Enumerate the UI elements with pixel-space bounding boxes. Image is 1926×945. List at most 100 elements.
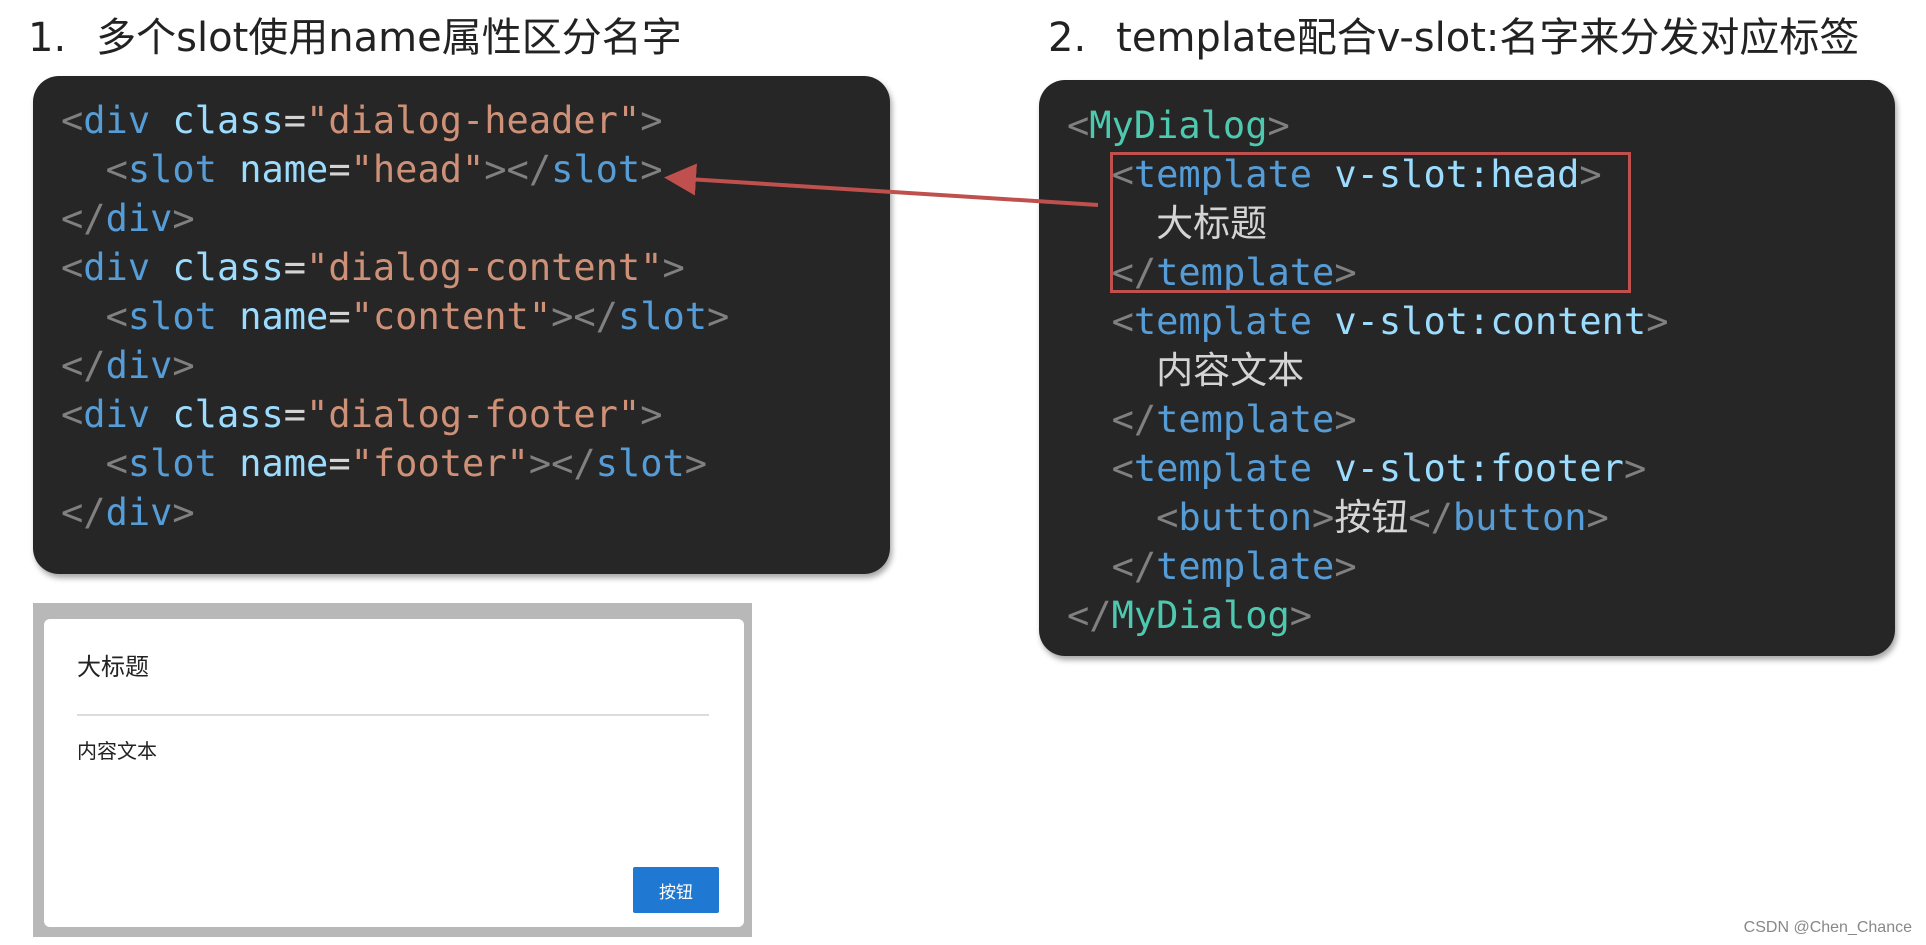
code-token-tag: div	[105, 344, 173, 387]
code-token-tag: slot	[127, 148, 217, 191]
code-token-punct: >	[662, 246, 685, 289]
code-token-punct: ></	[528, 442, 596, 485]
code-token-punct: >	[1579, 153, 1602, 196]
code-token-text	[150, 393, 172, 436]
dialog-preview-frame: 大标题 内容文本 按钮	[33, 603, 752, 937]
code-token-text	[61, 442, 106, 485]
watermark: CSDN @Chen_Chance	[1743, 919, 1912, 936]
code-line: <template v-slot:content>	[1067, 297, 1895, 346]
code-token-text: 大标题	[1067, 202, 1268, 245]
code-token-text	[1067, 251, 1112, 294]
code-token-punct: >	[1289, 594, 1313, 637]
code-token-str: "footer"	[350, 442, 529, 485]
code-token-punct: <	[61, 99, 84, 142]
code-token-punct: >	[172, 344, 195, 387]
code-token-attr: class	[172, 393, 284, 436]
code-token-tag: div	[83, 393, 151, 436]
code-token-eq: =	[283, 246, 307, 289]
code-token-attr: v-slot:head	[1334, 153, 1580, 196]
code-line: <slot name="footer"></slot>	[61, 439, 890, 488]
dialog-divider	[77, 714, 709, 716]
code-line: <template v-slot:head>	[1067, 150, 1895, 199]
code-token-punct: <	[1111, 447, 1134, 490]
code-token-attr: class	[172, 99, 284, 142]
code-line: </template>	[1067, 395, 1895, 444]
code-token-punct: >	[1334, 398, 1357, 441]
dialog-button[interactable]: 按钮	[633, 867, 719, 913]
heading-named-slots: 1.多个slot使用name属性区分名字	[28, 10, 682, 66]
code-token-punct: <	[1111, 153, 1134, 196]
code-line: </MyDialog>	[1067, 591, 1895, 640]
code-line: <slot name="content"></slot>	[61, 292, 890, 341]
code-token-eq: =	[328, 442, 351, 485]
code-token-tag: slot	[127, 442, 217, 485]
code-token-punct: >	[1646, 300, 1669, 343]
highlight-box-head-template	[1110, 152, 1631, 293]
code-token-eq: =	[283, 393, 307, 436]
code-token-str: "head"	[350, 148, 485, 191]
code-line: 内容文本	[1067, 346, 1895, 395]
code-token-tag: slot	[617, 295, 708, 338]
code-token-punct: </	[61, 344, 106, 387]
code-line: <slot name="head"></slot>	[61, 145, 890, 194]
code-token-punct: </	[1111, 545, 1157, 588]
code-token-str: "dialog-header"	[306, 99, 641, 142]
code-token-text	[61, 148, 106, 191]
code-token-text	[217, 148, 239, 191]
code-token-str: "content"	[350, 295, 552, 338]
code-token-tag: template	[1156, 251, 1335, 294]
code-token-punct: <	[61, 393, 84, 436]
code-token-punct: <	[105, 148, 128, 191]
code-line: <button>按钮</button>	[1067, 493, 1895, 542]
code-token-attr: v-slot:footer	[1334, 447, 1624, 490]
code-token-text: 按钮	[1334, 496, 1409, 539]
code-line: </div>	[61, 341, 890, 390]
code-token-attr: name	[239, 295, 329, 338]
code-token-punct: </	[1067, 594, 1112, 637]
code-token-tag: div	[105, 491, 173, 534]
code-token-str: "dialog-content"	[306, 246, 663, 289]
code-token-punct: </	[61, 197, 106, 240]
heading-template-v-slot: 2. template配合v-slot:名字来分发对应标签	[1048, 10, 1859, 66]
code-line: </template>	[1067, 542, 1895, 591]
code-token-punct: >	[1623, 447, 1647, 490]
code-token-punct: >	[1586, 496, 1609, 539]
code-token-tag: div	[83, 246, 151, 289]
code-line: <div class="dialog-content">	[61, 243, 890, 292]
code-token-text	[217, 295, 239, 338]
code-token-tag: slot	[595, 442, 685, 485]
code-token-tag: template	[1156, 545, 1335, 588]
code-token-attr: name	[239, 148, 329, 191]
code-token-comp: MyDialog	[1111, 594, 1290, 637]
code-token-punct: <	[1111, 300, 1134, 343]
code-token-attr: v-slot:content	[1334, 300, 1647, 343]
heading-number: 2.	[1048, 15, 1087, 61]
code-token-punct: >	[1334, 545, 1357, 588]
code-token-attr: class	[172, 246, 284, 289]
heading-text: template配合v-slot:名字来分发对应标签	[1116, 15, 1860, 61]
code-token-punct: >	[684, 442, 708, 485]
code-token-punct: </	[1111, 398, 1157, 441]
code-token-text	[1312, 300, 1334, 343]
code-block-mydialog-usage: <MyDialog> <template v-slot:head> 大标题 </…	[1039, 80, 1895, 656]
heading-text: 多个slot使用name属性区分名字	[96, 15, 682, 61]
code-token-text	[61, 295, 106, 338]
code-token-punct: >	[1312, 496, 1335, 539]
code-line: </div>	[61, 488, 890, 537]
code-token-text	[1067, 545, 1112, 588]
code-token-punct: >	[1334, 251, 1357, 294]
code-token-comp: MyDialog	[1089, 104, 1268, 147]
code-token-text	[1067, 398, 1112, 441]
code-token-tag: template	[1133, 300, 1313, 343]
code-token-text	[1067, 153, 1112, 196]
code-token-text	[1067, 447, 1112, 490]
code-token-punct: >	[640, 148, 663, 191]
code-token-tag: slot	[551, 148, 641, 191]
code-token-tag: template	[1133, 153, 1313, 196]
code-token-tag: template	[1133, 447, 1313, 490]
code-token-text	[150, 99, 172, 142]
code-token-eq: =	[328, 148, 351, 191]
dialog-title: 大标题	[77, 653, 149, 681]
code-token-punct: <	[105, 295, 128, 338]
code-line: <div class="dialog-header">	[61, 96, 890, 145]
